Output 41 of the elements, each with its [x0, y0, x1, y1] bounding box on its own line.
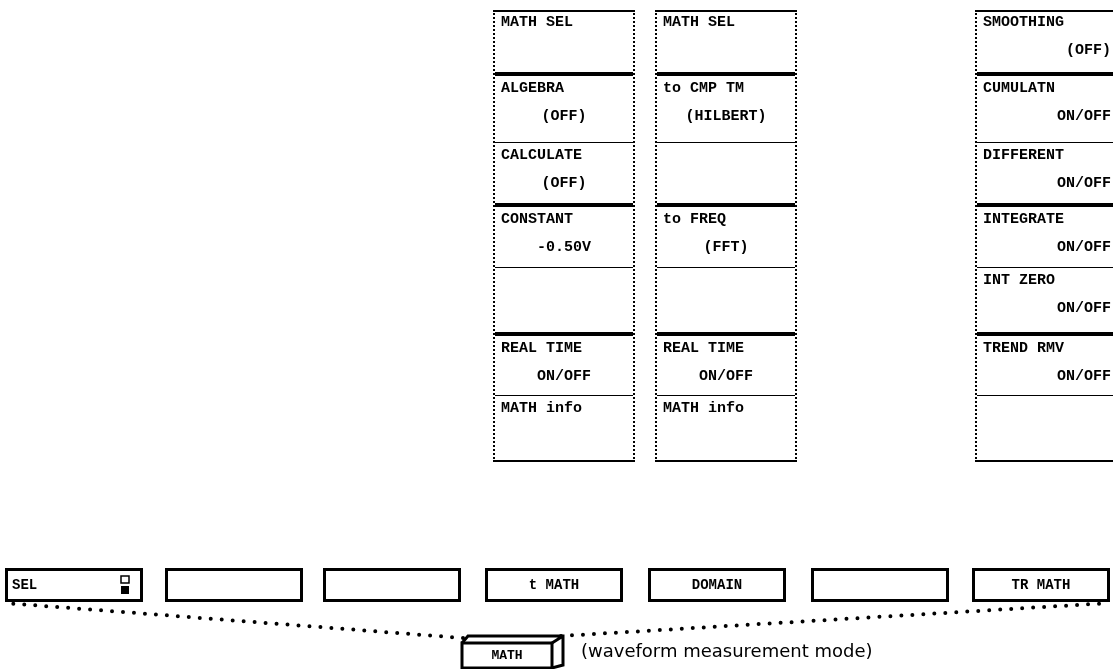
menu-item-label: MATH SEL: [501, 14, 573, 32]
menu-item-label: CONSTANT: [501, 211, 573, 229]
menu-item-label: DIFFERENT: [983, 147, 1064, 165]
softkey-menu-panel: [493, 10, 635, 462]
menu-item-value: -0.50V: [536, 239, 592, 257]
menu-item-label: to CMP TM: [663, 80, 744, 98]
menu-item-label: MATH SEL: [663, 14, 735, 32]
menu-item-value: ON/OFF: [1057, 175, 1111, 193]
menu-item-value: ON/OFF: [1057, 239, 1111, 257]
menu-item-label: INT ZERO: [983, 272, 1055, 290]
softkey: [811, 568, 949, 602]
menu-item-label: REAL TIME: [501, 340, 582, 358]
menu-item-label: SMOOTHING: [983, 14, 1064, 32]
softkey: DOMAIN: [648, 568, 786, 602]
softkey-menu-panel: [975, 10, 1113, 462]
menu-item-label: MATH info: [663, 400, 744, 418]
menu-item-label: CUMULATN: [983, 80, 1055, 98]
softkey-menu-panel: [655, 10, 797, 462]
menu-item-label: to FREQ: [663, 211, 726, 229]
menu-item-value: (HILBERT): [684, 108, 768, 126]
softkey: [165, 568, 303, 602]
menu-item-label: MATH info: [501, 400, 582, 418]
menu-item-value: (FFT): [702, 239, 750, 257]
menu-item-label: TREND RMV: [983, 340, 1064, 358]
menu-item-value: ON/OFF: [1057, 300, 1111, 318]
softkey: t MATH: [485, 568, 623, 602]
menu-item-value: ON/OFF: [1057, 108, 1111, 126]
menu-item-value: (OFF): [1066, 42, 1111, 60]
menu-item-value: ON/OFF: [1057, 368, 1111, 386]
menu-item-value: (OFF): [540, 175, 588, 193]
softkey: [323, 568, 461, 602]
softkey: SEL: [5, 568, 143, 602]
menu-item-label: REAL TIME: [663, 340, 744, 358]
mode-caption: (waveform measurement mode): [581, 640, 873, 661]
menu-item-label: ALGEBRA: [501, 80, 564, 98]
menu-item-label: CALCULATE: [501, 147, 582, 165]
menu-item-label: INTEGRATE: [983, 211, 1064, 229]
menu-item-value: ON/OFF: [536, 368, 592, 386]
menu-item-value: ON/OFF: [698, 368, 754, 386]
menu-item-value: (OFF): [540, 108, 588, 126]
softkey: TR MATH: [972, 568, 1110, 602]
